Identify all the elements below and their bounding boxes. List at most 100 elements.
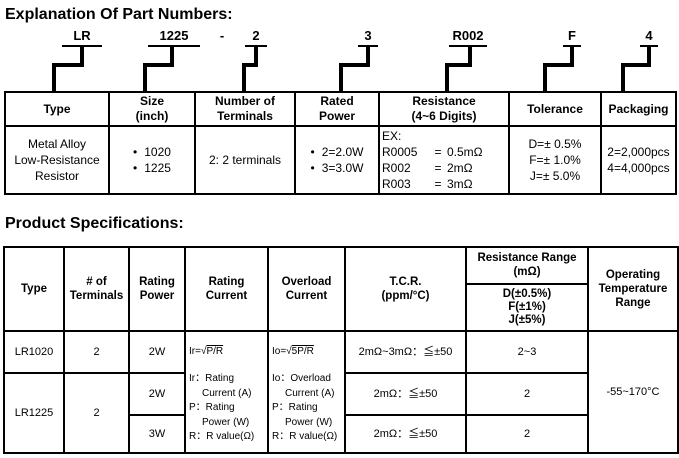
spec-cell-range-lr1020: 2~3 [465,330,589,374]
resistance-range-line1: Resistance Range [477,252,577,264]
resistance-value: 3mΩ [447,177,473,191]
spec-header-overload-current-line2: Current [285,290,328,302]
resistance-code: R002 [382,161,411,175]
exp-cell-packaging: 2=2,000pcs 4=4,000pcs [600,125,677,195]
tolerance-option: J=± 5.0% [529,169,581,183]
spec-cell-tcr-lr1225-2w: 2mΩ：≦±50 [344,372,467,416]
tolerance-option: D=± 0.5% [528,137,582,151]
exp-header-size-line2: (inch) [135,109,169,123]
exp-header-power-line1: Rated [320,94,354,108]
spec-cell-rating-current: Ir=√P/R Ir：Rating Current (A) P：Rating P… [184,330,269,454]
exp-header-rated-power: Rated Power [294,91,380,127]
type-line: Low-Resistance [14,153,100,167]
exp-cell-tolerance: D=± 0.5% F=± 1.0% J=± 5.0% [508,125,602,195]
spec-header-tcr-line1: T.C.R. [389,276,422,288]
spec-header-rating-current: Rating Current [184,246,269,332]
spec-table: Type # of Terminals Rating Power Rating … [3,246,679,454]
power-option: 2=2.0W [311,144,364,160]
spec-table-header-row: Type # of Terminals Rating Power Rating … [3,246,679,332]
legend-line: Ir：Rating [189,373,235,384]
spec-cell-tcr-lr1225-3w: 2mΩ：≦±50 [344,414,467,454]
section-title-part-numbers: Explanation Of Part Numbers: [5,6,233,23]
legend-line: R：R value(Ω) [189,431,255,442]
exp-header-packaging: Packaging [600,91,677,127]
spec-cell-range-lr1225-2w: 2 [465,372,589,416]
spec-cell-power-lr1225-2w: 2W [128,372,186,416]
spec-header-tcr-line2: (ppm/°C) [381,290,430,302]
formula-radicand: P/R [206,346,224,357]
explanation-table-body-row: Metal Alloy Low-Resistance Resistor 1020… [4,125,677,195]
spec-header-terminals-line2: Terminals [69,290,124,302]
spec-row-lr1020: LR1020 2 2W Ir=√P/R Ir：Rating Current (A… [3,330,679,454]
spec-header-terminals: # of Terminals [63,246,130,332]
part-segment-dash: - [219,28,225,43]
exp-header-resistance-line1: Resistance [412,94,476,108]
connector-line-terminals [242,63,246,91]
resistance-example: R003 = 3mΩ [382,176,506,192]
type-line: Resistor [34,169,79,183]
op-temp-line: Range [615,297,651,309]
spec-cell-power-lr1020: 2W [128,330,186,374]
exp-header-terminals: Number of Terminals [194,91,296,127]
connector-line-terminals [242,46,258,67]
resistance-range-line2: (mΩ) [513,266,541,278]
part-segment-type: LR [62,29,102,47]
resistance-range-title: Resistance Range (mΩ) [468,249,586,285]
spec-cell-overload-current: Io=√5P/R Io：Overload Current (A) P：Ratin… [267,330,346,454]
exp-header-resistance-line2: (4~6 Digits) [411,109,477,123]
connector-line-type [52,46,84,67]
tolerance-grade: F(±1%) [508,301,546,313]
spec-header-type: Type [3,246,65,332]
connector-line-resistance [445,63,449,91]
power-option: 3=3.0W [311,160,364,176]
tolerance-grade: J(±5%) [508,314,546,326]
equals-sign: = [434,161,442,175]
resistance-example: R002 = 2mΩ [382,160,506,176]
type-line: Metal Alloy [27,137,87,151]
explanation-table: Type Size (inch) Number of Terminals Rat… [4,91,677,195]
explanation-table-header-row: Type Size (inch) Number of Terminals Rat… [4,91,677,127]
op-temp-line: Operating [605,269,661,281]
connector-line-resistance [445,46,472,67]
part-segment-size: 1225 [148,29,200,47]
spec-header-resistance-range: Resistance Range (mΩ) D(±0.5%) F(±1%) J(… [465,246,589,332]
equals-sign: = [434,145,442,159]
exp-header-tolerance: Tolerance [508,91,602,127]
spec-cell-terminals-lr1225: 2 [63,372,130,454]
exp-header-type: Type [4,91,110,127]
section-title-product-specifications: Product Specifications: [5,215,184,232]
spec-row-lr1225-2w: LR1225 2 2W 2mΩ：≦±50 2 [3,372,678,454]
overload-current-legend: Io：Overload Current (A) P：Rating Power (… [272,372,341,445]
resistance-example: R0005 = 0.5mΩ [382,144,506,160]
exp-cell-terminals: 2: 2 terminals [194,125,296,195]
size-option: 1020 [133,144,171,160]
spec-header-tcr: T.C.R. (ppm/°C) [344,246,467,332]
legend-line: Io：Overload [272,373,331,384]
spec-header-rating-current-line1: Rating [208,276,245,288]
formula-radicand: 5P/R [291,346,314,357]
size-option: 1225 [133,160,171,176]
spec-cell-terminals-lr1020: 2 [63,330,130,374]
spec-cell-operating-temp: -55~170°C [587,330,679,454]
spec-header-terminals-line1: # of [86,276,107,288]
connector-line-tolerance [543,63,547,91]
packaging-option: 2=2,000pcs [607,145,670,159]
spec-header-rating-power-line1: Rating [139,276,175,288]
connector-line-packaging [621,46,651,67]
rating-current-formula: Ir=√P/R [189,333,264,372]
exp-cell-size: 1020 1225 [108,125,196,195]
rating-current-legend: Ir：Rating Current (A) P：Rating Power (W)… [189,372,264,445]
legend-line: Current (A) [202,387,252,399]
connector-line-type [52,63,56,91]
formula-prefix: Ir=√ [189,346,207,357]
legend-line: Power (W) [285,416,333,428]
resistance-range-tolerances: D(±0.5%) F(±1%) J(±5%) [468,285,586,329]
packaging-option: 4=4,000pcs [607,161,670,175]
exp-header-size-line1: Size [139,94,164,108]
part-segment-packaging: 4 [640,29,658,47]
exp-header-resistance: Resistance (4~6 Digits) [378,91,510,127]
tolerance-grade: D(±0.5%) [502,288,552,300]
part-segment-tolerance: F [563,29,581,47]
exp-header-size: Size (inch) [108,91,196,127]
